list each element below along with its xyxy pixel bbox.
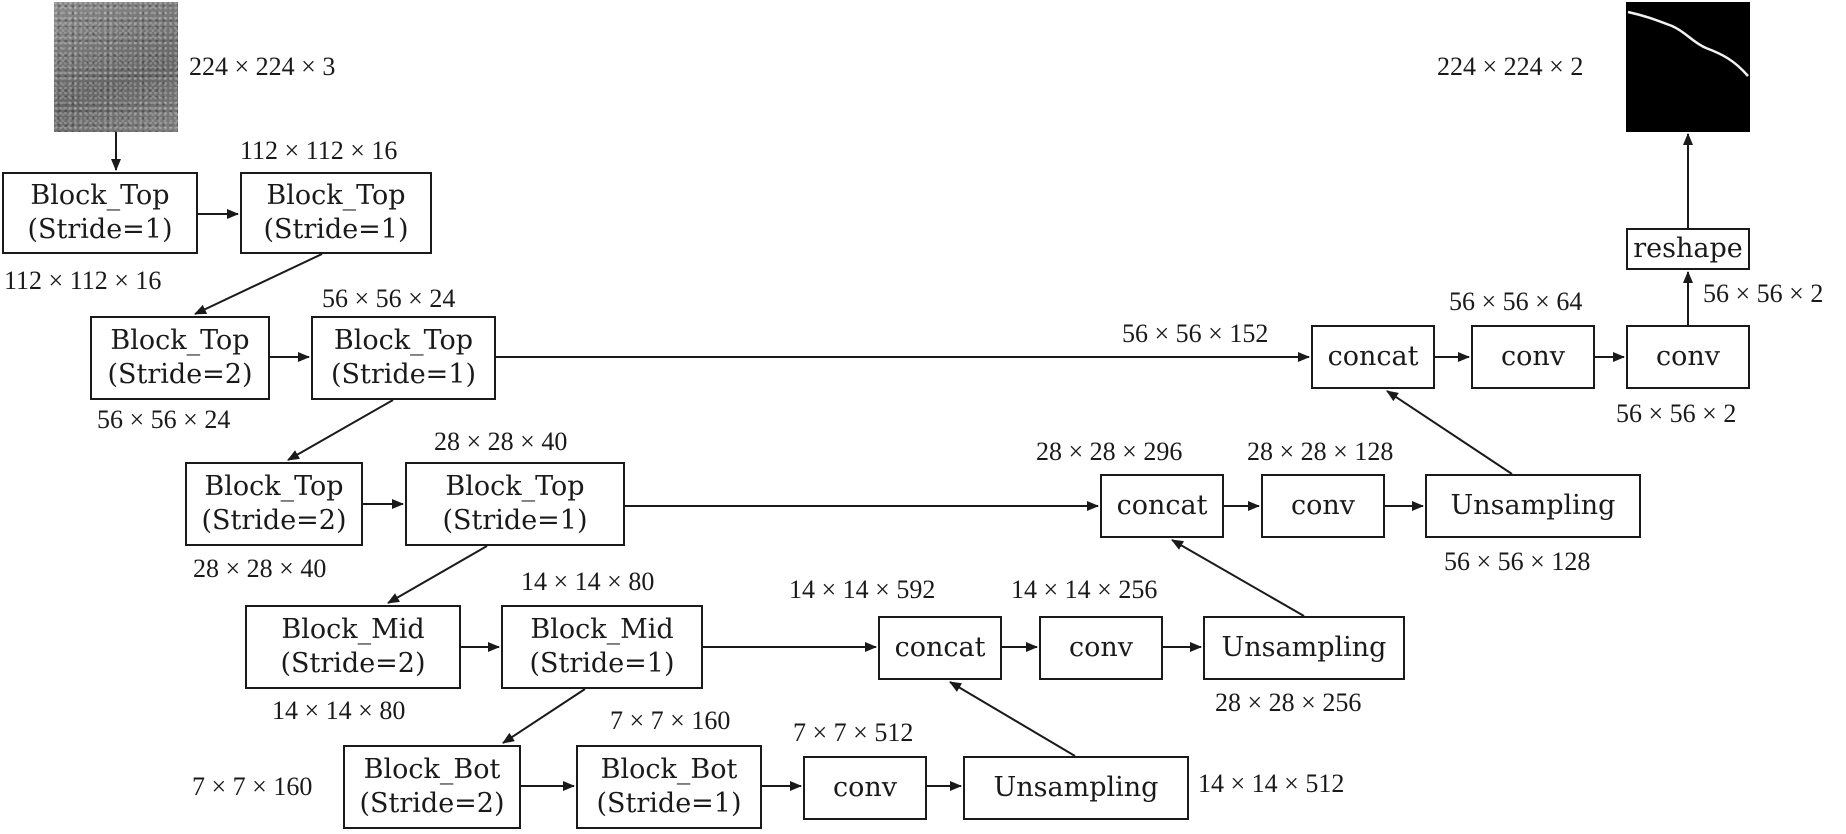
block-bot-1-stride: (Stride=2) (359, 788, 505, 819)
dim-top3-out: 56 × 56 × 24 (97, 405, 231, 434)
dim-concat-28-out: 28 × 28 × 296 (1036, 437, 1183, 466)
dim-concat-14-out: 14 × 14 × 592 (789, 575, 936, 604)
dim-conv-14-out: 14 × 14 × 256 (1011, 575, 1158, 604)
arrow-top4-to-top5 (287, 399, 394, 461)
dim-input: 224 × 224 × 3 (189, 52, 336, 81)
dim-conv-bottom-out: 7 × 7 × 512 (793, 718, 914, 747)
block-bot-2-name: Block_Bot (600, 754, 738, 785)
block-top-3-stride: (Stride=2) (107, 359, 253, 390)
dim-unsampling-28-out: 56 × 56 × 128 (1444, 547, 1591, 576)
concat-28: concat (1100, 474, 1224, 538)
segmentation-crack-line (1627, 10, 1749, 77)
block-top-1: Block_Top (Stride=1) (2, 172, 198, 254)
dim-unsampling-bottom-out: 14 × 14 × 512 (1198, 769, 1345, 798)
dim-output: 224 × 224 × 2 (1437, 52, 1584, 81)
conv-56a-label: conv (1500, 341, 1566, 372)
concat-14: concat (878, 616, 1002, 680)
conv-28-label: conv (1290, 490, 1356, 521)
block-bot-2-stride: (Stride=1) (596, 788, 742, 819)
dim-unsampling-14-out: 28 × 28 × 256 (1215, 688, 1362, 717)
conv-28: conv (1261, 474, 1385, 538)
dim-top1-out: 112 × 112 × 16 (4, 266, 162, 295)
block-bot-2: Block_Bot (Stride=1) (576, 745, 762, 829)
reshape: reshape (1626, 228, 1750, 270)
block-top-5-name: Block_Top (204, 471, 344, 502)
block-top-1-stride: (Stride=1) (27, 214, 173, 245)
arrow-mid2-to-bot1 (502, 688, 586, 744)
dim-conv-56a-out: 56 × 56 × 64 (1449, 287, 1583, 316)
arrow-top6-to-mid1 (387, 545, 488, 604)
block-top-4: Block_Top (Stride=1) (311, 316, 496, 400)
dim-mid1-out: 14 × 14 × 80 (272, 696, 406, 725)
block-top-2-name: Block_Top (266, 180, 406, 211)
block-top-3-name: Block_Top (110, 325, 250, 356)
concat-56-label: concat (1327, 341, 1419, 372)
conv-56a: conv (1471, 325, 1595, 389)
conv-56b-label: conv (1655, 341, 1721, 372)
block-bot-1-name: Block_Bot (363, 754, 501, 785)
dim-mid2-out: 14 × 14 × 80 (521, 567, 655, 596)
dim-conv-28-out: 28 × 28 × 128 (1247, 437, 1394, 466)
block-bot-1: Block_Bot (Stride=2) (343, 745, 521, 829)
concat-56: concat (1311, 325, 1435, 389)
dim-bot2-out: 7 × 7 × 160 (610, 706, 731, 735)
reshape-label: reshape (1633, 233, 1743, 264)
unsampling-bottom-label: Unsampling (993, 772, 1159, 803)
block-top-1-name: Block_Top (30, 180, 170, 211)
dim-top4-out: 56 × 56 × 24 (322, 284, 456, 313)
arrow-unsampling28-to-concat56 (1386, 390, 1513, 475)
unsampling-28: Unsampling (1425, 474, 1641, 538)
dim-concat-56-out: 56 × 56 × 152 (1122, 319, 1269, 348)
arrow-top2-to-top3 (194, 253, 323, 315)
concat-14-label: concat (894, 632, 986, 663)
block-mid-2-name: Block_Mid (530, 614, 674, 645)
block-top-6-name: Block_Top (445, 471, 585, 502)
block-top-5-stride: (Stride=2) (201, 505, 347, 536)
conv-bottom-label: conv (832, 772, 898, 803)
block-mid-2-stride: (Stride=1) (529, 648, 675, 679)
output-segmentation-image (1626, 2, 1750, 132)
block-top-6: Block_Top (Stride=1) (405, 462, 625, 546)
dim-top6-out: 28 × 28 × 40 (434, 427, 568, 456)
dim-reshape-in: 56 × 56 × 2 (1703, 279, 1824, 308)
dim-top2-out: 112 × 112 × 16 (240, 136, 398, 165)
dim-bot1-in: 7 × 7 × 160 (192, 772, 313, 801)
block-mid-1-name: Block_Mid (281, 614, 425, 645)
unsampling-14-label: Unsampling (1221, 632, 1387, 663)
block-top-5: Block_Top (Stride=2) (185, 462, 363, 546)
conv-14-label: conv (1068, 632, 1134, 663)
block-mid-1-stride: (Stride=2) (280, 648, 426, 679)
conv-bottom: conv (803, 756, 927, 820)
conv-56b: conv (1626, 325, 1750, 389)
block-mid-2: Block_Mid (Stride=1) (501, 605, 703, 689)
block-top-2-stride: (Stride=1) (263, 214, 409, 245)
unsampling-28-label: Unsampling (1450, 490, 1616, 521)
block-mid-1: Block_Mid (Stride=2) (245, 605, 461, 689)
block-top-4-name: Block_Top (333, 325, 474, 356)
dim-top5-out: 28 × 28 × 40 (193, 554, 327, 583)
block-top-3: Block_Top (Stride=2) (90, 316, 270, 400)
dim-conv-56b-out: 56 × 56 × 2 (1616, 399, 1737, 428)
arrow-unsampling-bottom-to-concat14 (949, 681, 1076, 757)
conv-14: conv (1039, 616, 1163, 680)
input-image (54, 2, 178, 132)
arrow-unsampling14-to-concat28 (1171, 539, 1305, 617)
block-top-4-stride: (Stride=1) (330, 359, 477, 390)
unsampling-14: Unsampling (1203, 616, 1405, 680)
unsampling-bottom: Unsampling (963, 756, 1189, 820)
concat-28-label: concat (1116, 490, 1208, 521)
block-top-6-stride: (Stride=1) (442, 505, 588, 536)
block-top-2: Block_Top (Stride=1) (240, 172, 432, 254)
